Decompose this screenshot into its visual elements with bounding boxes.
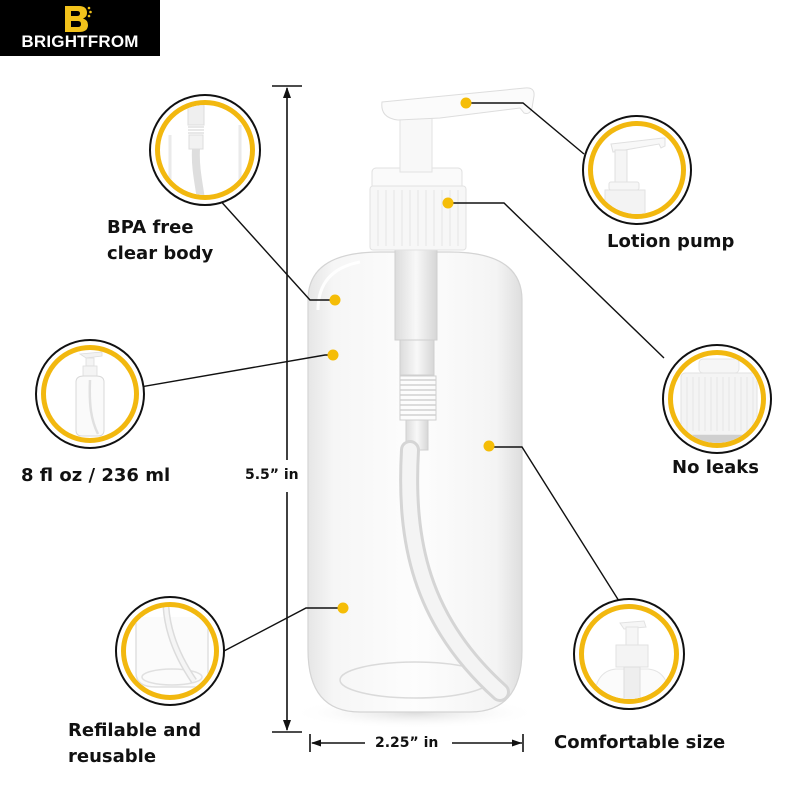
pump-tube-closeup-icon bbox=[168, 105, 242, 195]
feature-label-refillable: Refilable and reusable bbox=[68, 720, 202, 767]
width-dimension-line bbox=[309, 734, 524, 752]
feature-circle-no-leaks bbox=[662, 344, 772, 454]
bottle-neck-closeup-icon bbox=[593, 620, 671, 699]
feature-circle-volume bbox=[35, 339, 145, 449]
feature-circle-bpa-free bbox=[149, 94, 261, 206]
feature-label-no-leaks: No leaks bbox=[672, 457, 759, 478]
height-dimension-label: 5.5” in bbox=[241, 467, 303, 483]
feature-ring bbox=[155, 100, 255, 200]
feature-ring bbox=[121, 602, 219, 700]
feature-ring bbox=[588, 121, 686, 219]
brand-name: BRIGHTFROM bbox=[21, 32, 139, 51]
pump-head-closeup-icon bbox=[604, 137, 666, 214]
feature-label-bpa-free: BPA free clear body bbox=[107, 217, 214, 264]
feature-label-volume: 8 fl oz / 236 ml bbox=[21, 465, 171, 486]
feature-ring bbox=[41, 345, 139, 443]
pump-head bbox=[381, 87, 535, 173]
feature-ring bbox=[668, 350, 766, 448]
full-bottle-thumbnail-icon bbox=[75, 351, 105, 437]
feature-ring bbox=[579, 604, 679, 704]
feature-circle-lotion-pump bbox=[582, 115, 692, 225]
brand-logo: BRIGHTFROM bbox=[0, 0, 160, 56]
feature-circle-refillable bbox=[115, 596, 225, 706]
width-dimension-label: 2.25” in bbox=[371, 735, 443, 751]
spray-bottle-b-icon bbox=[65, 6, 92, 32]
ribbed-cap-closeup-icon bbox=[680, 358, 758, 443]
feature-circle-comfortable-size bbox=[573, 598, 685, 710]
height-dimension-line bbox=[272, 85, 302, 733]
feature-label-lotion-pump: Lotion pump bbox=[607, 231, 735, 252]
bottle-cap bbox=[369, 167, 467, 251]
feature-dots bbox=[327, 97, 495, 614]
feature-label-comfortable-size: Comfortable size bbox=[554, 732, 726, 753]
pump-stem bbox=[394, 239, 510, 702]
bottle-bottom-closeup-icon bbox=[135, 607, 209, 688]
